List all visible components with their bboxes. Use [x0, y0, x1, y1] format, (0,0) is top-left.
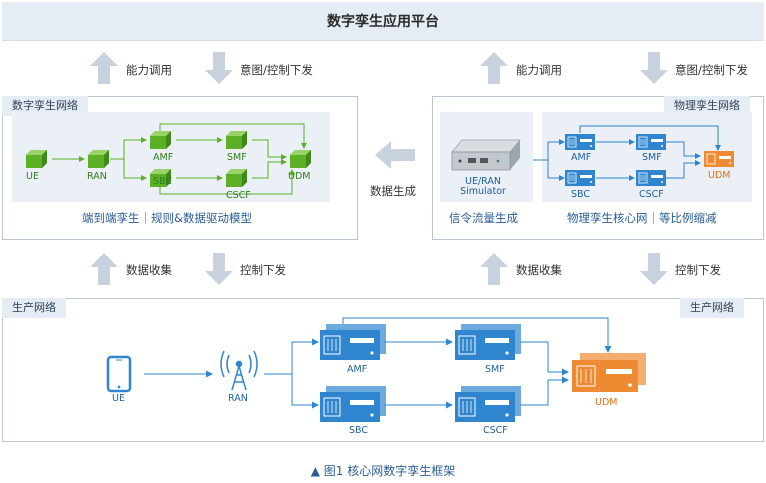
prod-cscf-server-icon — [454, 385, 522, 423]
prod-smf-label: SMF — [485, 364, 505, 375]
digital-twin-tag: 数字孪生网络 — [2, 96, 88, 116]
simulator-label-line2: Simulator — [460, 186, 506, 197]
twin-caption: 端到端孪生｜规则&数据驱动模型 — [82, 211, 252, 225]
prod-ue-phone-icon — [106, 355, 132, 393]
data-generation-label: 数据生成 — [370, 184, 416, 198]
physical-twin-tag: 物理孪生网络 — [664, 96, 750, 116]
prod-udm-server-icon — [571, 352, 647, 393]
label-control-right: 控制下发 — [675, 263, 721, 277]
phys-udm-label: UDM — [708, 170, 731, 181]
twin-smf-label: SMF — [227, 152, 247, 163]
simulator-label-line1: UE/RAN — [465, 176, 501, 187]
signaling-caption: 信令流量生成 — [449, 211, 518, 225]
prod-cscf-label: CSCF — [483, 425, 508, 436]
production-tag-left: 生产网络 — [2, 298, 66, 318]
figure-caption: ▲ 图1 核心网数字孪生框架 — [310, 464, 456, 478]
phys-cscf-label: CSCF — [639, 189, 664, 200]
label-collect-left: 数据收集 — [126, 263, 172, 277]
prod-udm-label: UDM — [595, 397, 618, 408]
twin-sbc-label: SBC — [153, 176, 173, 187]
prod-amf-server-icon — [319, 323, 387, 361]
prod-sbc-server-icon — [319, 385, 387, 423]
label-capability-left: 能力调用 — [126, 63, 172, 77]
prod-amf-label: AMF — [347, 364, 368, 375]
prod-smf-server-icon — [454, 323, 522, 361]
twin-ran-label: RAN — [87, 171, 107, 182]
twin-ue-label: UE — [26, 171, 39, 182]
twin-amf-label: AMF — [153, 152, 174, 163]
simulator-device-icon — [451, 139, 521, 171]
twin-udm-label: UDM — [288, 171, 311, 182]
phys-smf-label: SMF — [642, 152, 662, 163]
platform-title-bar: 数字孪生应用平台 — [2, 2, 764, 41]
label-intent-right: 意图/控制下发 — [675, 63, 748, 77]
prod-ue-label: UE — [112, 393, 125, 404]
prod-sbc-label: SBC — [349, 425, 369, 436]
label-control-left: 控制下发 — [240, 263, 286, 277]
phys-amf-label: AMF — [571, 152, 592, 163]
label-collect-right: 数据收集 — [516, 263, 562, 277]
phys-sbc-label: SBC — [571, 189, 591, 200]
simulator-label: UE/RAN Simulator — [455, 177, 511, 197]
prod-ran-tower-icon — [220, 350, 258, 391]
prod-ran-label: RAN — [228, 393, 248, 404]
twin-cscf-label: CSCF — [226, 190, 251, 201]
physical-core-caption: 物理孪生核心网｜等比例缩减 — [567, 211, 717, 225]
label-capability-right: 能力调用 — [516, 63, 562, 77]
label-intent-left: 意图/控制下发 — [240, 63, 313, 77]
platform-title: 数字孪生应用平台 — [327, 14, 439, 30]
production-tag-right: 生产网络 — [680, 298, 744, 318]
